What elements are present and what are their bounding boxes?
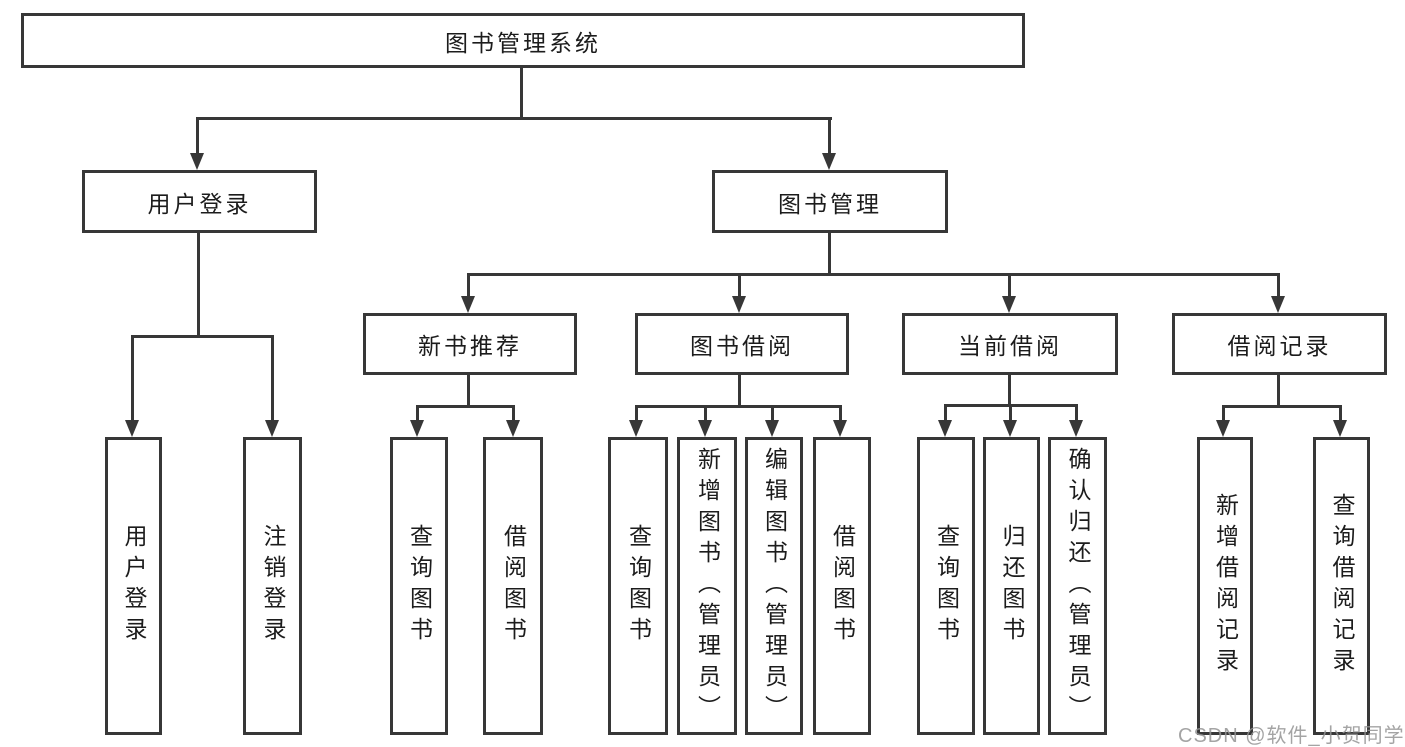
connector-drop-return-books	[1009, 404, 1012, 422]
connector-root-rail	[196, 117, 832, 120]
node-current-borrowing-label: 当前借阅	[958, 333, 1062, 359]
leaf-user-login: 用户登录	[105, 437, 162, 735]
connector-drop-book-borrowing	[738, 273, 741, 299]
connector-current-borrowing-stem	[1008, 373, 1011, 406]
arrowhead-book-management	[822, 153, 836, 170]
leaf-borrow-books-recommend-label: 借阅图书	[500, 524, 527, 648]
connector-book-management-rail	[467, 273, 1280, 276]
leaf-logout: 注销登录	[243, 437, 302, 735]
connector-drop-leaf-user-login	[131, 335, 134, 422]
connector-drop-query-borrow-record	[1339, 405, 1342, 422]
connector-drop-borrow-books-recommend	[512, 405, 515, 422]
connector-drop-borrow-records	[1277, 273, 1280, 299]
node-book-borrowing: 图书借阅	[635, 313, 849, 375]
connector-new-book-recommend-stem	[467, 373, 470, 407]
node-new-book-recommend-label: 新书推荐	[418, 333, 522, 359]
arrowhead-leaf-user-login	[125, 420, 139, 437]
connector-new-book-recommend-rail	[416, 405, 515, 408]
node-user-login-label: 用户登录	[147, 190, 252, 217]
leaf-logout-label: 注销登录	[260, 524, 286, 648]
leaf-borrow-books-recommend: 借阅图书	[483, 437, 543, 735]
leaf-add-borrow-record-label: 新增借阅记录	[1212, 493, 1239, 679]
connector-drop-confirm-return-admin	[1075, 404, 1078, 422]
arrowhead-return-books	[1003, 420, 1017, 437]
leaf-query-borrow-record: 查询借阅记录	[1313, 437, 1370, 735]
arrowhead-query-borrow-record	[1333, 420, 1347, 437]
node-borrow-records: 借阅记录	[1172, 313, 1387, 375]
arrowhead-borrow-books-borrowing	[833, 420, 847, 437]
node-root-label: 图书管理系统	[445, 29, 601, 56]
connector-root-drop-book-management	[828, 117, 831, 155]
arrowhead-edit-books-admin	[765, 420, 779, 437]
leaf-query-books-borrowing-label: 查询图书	[625, 524, 652, 648]
arrowhead-query-books-current	[938, 420, 952, 437]
leaf-add-books-admin: 新增图书（管理员）	[677, 437, 737, 735]
arrowhead-current-borrowing	[1002, 296, 1016, 313]
connector-borrow-records-stem	[1277, 373, 1280, 407]
connector-user-login-rail	[131, 335, 274, 338]
node-user-login: 用户登录	[82, 170, 317, 233]
leaf-query-books-recommend: 查询图书	[390, 437, 448, 735]
leaf-query-books-current: 查询图书	[917, 437, 975, 735]
connector-root-drop-user-login	[196, 117, 199, 155]
arrowhead-confirm-return-admin	[1069, 420, 1083, 437]
arrowhead-query-books-recommend	[410, 420, 424, 437]
arrowhead-add-borrow-record	[1216, 420, 1230, 437]
connector-book-borrowing-stem	[738, 373, 741, 407]
connector-drop-leaf-logout	[271, 335, 274, 422]
connector-book-borrowing-rail	[635, 405, 842, 408]
leaf-borrow-books-borrowing-label: 借阅图书	[829, 524, 856, 648]
csdn-watermark: CSDN @软件_小贺同学	[1178, 725, 1405, 747]
arrowhead-book-borrowing	[732, 296, 746, 313]
connector-drop-query-books-recommend	[416, 405, 419, 422]
arrowhead-user-login	[190, 153, 204, 170]
connector-drop-query-books-borrowing	[635, 405, 638, 422]
connector-user-login-stem	[197, 231, 200, 337]
arrowhead-add-books-admin	[698, 420, 712, 437]
leaf-confirm-return-admin: 确认归还（管理员）	[1048, 437, 1107, 735]
node-borrow-records-label: 借阅记录	[1227, 333, 1332, 359]
leaf-return-books-label: 归还图书	[999, 524, 1025, 648]
arrowhead-borrow-books-recommend	[506, 420, 520, 437]
node-book-management: 图书管理	[712, 170, 948, 233]
node-book-management-label: 图书管理	[778, 190, 882, 217]
leaf-query-books-current-label: 查询图书	[933, 524, 960, 648]
connector-drop-edit-books-admin	[771, 405, 774, 422]
leaf-user-login-label: 用户登录	[121, 524, 147, 648]
arrowhead-borrow-records	[1271, 296, 1285, 313]
node-current-borrowing: 当前借阅	[902, 313, 1118, 375]
connector-drop-add-borrow-record	[1222, 405, 1225, 422]
connector-drop-add-books-admin	[704, 405, 707, 422]
node-root: 图书管理系统	[21, 13, 1025, 68]
leaf-query-books-recommend-label: 查询图书	[406, 524, 433, 648]
connector-root-stem	[520, 66, 523, 119]
connector-drop-query-books-current	[944, 404, 947, 422]
connector-borrow-records-rail	[1222, 405, 1342, 408]
leaf-add-borrow-record: 新增借阅记录	[1197, 437, 1253, 735]
connector-drop-new-book-recommend	[467, 273, 470, 299]
connector-drop-borrow-books-borrowing	[839, 405, 842, 422]
arrowhead-leaf-logout	[265, 420, 279, 437]
node-new-book-recommend: 新书推荐	[363, 313, 577, 375]
node-book-borrowing-label: 图书借阅	[690, 333, 794, 359]
connector-drop-current-borrowing	[1008, 273, 1011, 299]
leaf-edit-books-admin: 编辑图书（管理员）	[745, 437, 803, 735]
arrowhead-new-book-recommend	[461, 296, 475, 313]
leaf-confirm-return-admin-label: 确认归还（管理员）	[1065, 446, 1091, 726]
leaf-return-books: 归还图书	[983, 437, 1040, 735]
arrowhead-query-books-borrowing	[629, 420, 643, 437]
leaf-query-books-borrowing: 查询图书	[608, 437, 668, 735]
leaf-edit-books-admin-label: 编辑图书（管理员）	[761, 446, 788, 726]
leaf-query-borrow-record-label: 查询借阅记录	[1329, 493, 1355, 679]
leaf-add-books-admin-label: 新增图书（管理员）	[694, 446, 721, 726]
leaf-borrow-books-borrowing: 借阅图书	[813, 437, 871, 735]
connector-book-management-stem	[828, 231, 831, 275]
